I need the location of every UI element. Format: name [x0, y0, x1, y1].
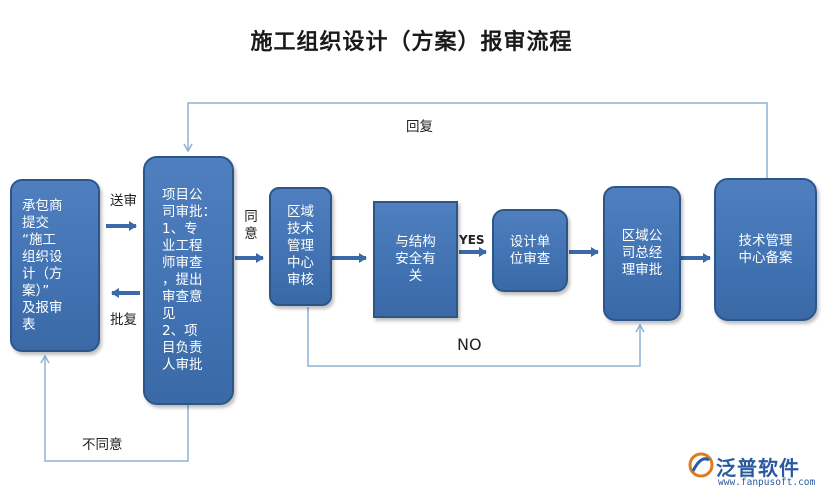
label-agree: 同 意 [244, 209, 258, 242]
feedback-path-line [183, 102, 768, 180]
node-region-gm-text: 区域公 司总经 理审批 [621, 228, 663, 278]
node-structure-safety: 与结构 安全有 关 [373, 201, 458, 318]
fanpu-logo-icon [688, 452, 714, 478]
node-contractor-text: 承包商 提交 “施工 组织设 计（方 案）” 及报审 表 [22, 197, 63, 333]
disagree-path-line [40, 354, 189, 462]
node-tech-center-record: 技术管理 中心备案 [714, 178, 817, 321]
node-contractor-submit: 承包商 提交 “施工 组织设 计（方 案）” 及报审 表 [10, 179, 100, 352]
label-submit: 送审 [110, 193, 137, 209]
fanpu-logo: 泛普软件 www.fanpusoft.com [688, 452, 818, 492]
node-project-company-text: 项目公 司审批： 1、专 业工程 师审查 ，提出 审查意 见 2、项 目负责 人… [162, 187, 216, 373]
label-disagree: 不同意 [82, 437, 123, 453]
label-yes: YES [459, 233, 485, 247]
node-structure-safety-text: 与结构 安全有 关 [395, 234, 436, 284]
node-region-tech-text: 区域 技术 管理 中心 审核 [287, 204, 314, 288]
logo-url: www.fanpusoft.com [718, 477, 816, 488]
node-design-unit-review: 设计单 位审查 [492, 209, 568, 292]
label-feedback: 回复 [406, 119, 433, 135]
logo-name: 泛普软件 [716, 456, 800, 480]
no-path-line [307, 307, 645, 367]
node-tech-center-text: 技术管理 中心备案 [738, 232, 793, 266]
label-no: NO [457, 335, 482, 354]
node-project-company-approval: 项目公 司审批： 1、专 业工程 师审查 ，提出 审查意 见 2、项 目负责 人… [143, 156, 234, 405]
node-region-tech-review: 区域 技术 管理 中心 审核 [269, 187, 332, 306]
node-design-unit-text: 设计单 位审查 [509, 233, 551, 267]
diagram-title: 施工组织设计（方案）报审流程 [250, 29, 573, 55]
node-region-gm-approval: 区域公 司总经 理审批 [603, 186, 681, 321]
label-reply: 批复 [110, 312, 137, 328]
